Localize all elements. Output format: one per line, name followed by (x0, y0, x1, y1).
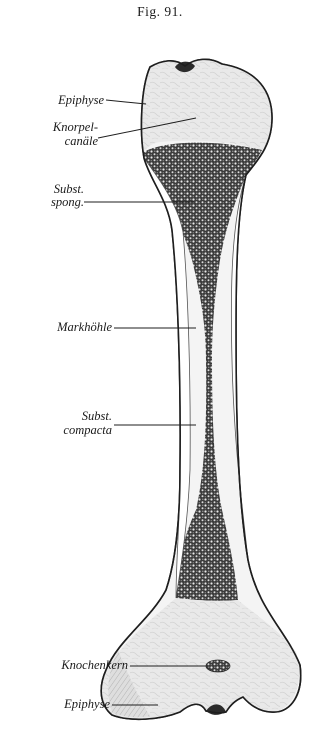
label-markhoehle: Markhöhle (4, 321, 112, 334)
label-epiphyse-bottom: Epiphyse (4, 698, 110, 711)
leader-epiphyse-top (106, 100, 146, 104)
label-knorpel-line2: canäle (4, 135, 98, 148)
label-compacta-line1: Subst. (4, 410, 112, 423)
label-knorpel-line1: Knorpel- (4, 121, 98, 134)
upper-epiphysis (142, 59, 272, 152)
label-epiphyse-top: Epiphyse (4, 94, 104, 107)
ossification-center (206, 660, 230, 672)
label-compacta-line2: compacta (4, 424, 112, 437)
label-spong-line2: spong. (4, 196, 84, 209)
label-knochenkern: Knochenkern (4, 659, 128, 672)
